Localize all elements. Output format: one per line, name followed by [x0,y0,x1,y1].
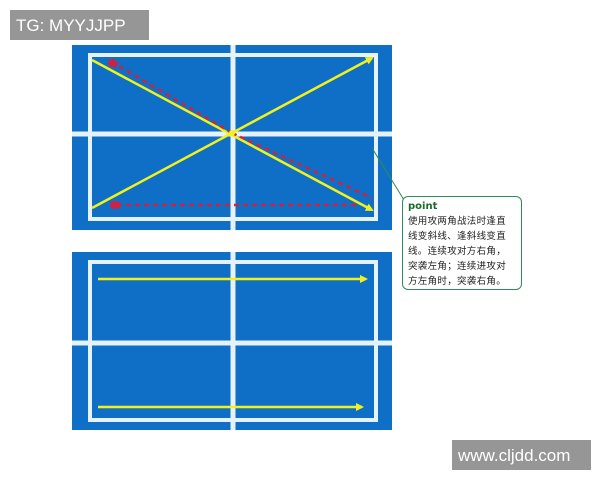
watermark-bottom-right: www.cljdd.com [452,440,591,470]
shuttle-position-bottom-left [110,201,118,209]
top-court-callout-leader [371,147,405,201]
feint-arrow-diagonal [231,131,373,200]
callout-line: 突袭左角；连续进攻对 [408,261,507,272]
bottom-court [72,252,392,430]
callout-line: 线变斜线、逢斜线变直 [408,231,507,242]
callout-line: 方左角时，突袭右角。 [408,276,507,287]
callout-line: 使用攻两角战法时逢直 [408,216,507,227]
tactic-callout: point 使用攻两角战法时逢直 线变斜线、逢斜线变直 线。连续攻对方右角， 突… [402,196,522,290]
watermark-top-left: TG: MYYJJPP [10,10,149,40]
callout-line: 线。连续攻对方右角， [408,246,507,257]
shuttle-position-center [229,130,235,136]
top-court [72,45,405,230]
shuttle-position-top-left [108,59,116,67]
callout-body: 使用攻两角战法时逢直 线变斜线、逢斜线变直 线。连续攻对方右角， 突袭左角；连续… [408,214,516,289]
callout-title: point [408,201,438,212]
